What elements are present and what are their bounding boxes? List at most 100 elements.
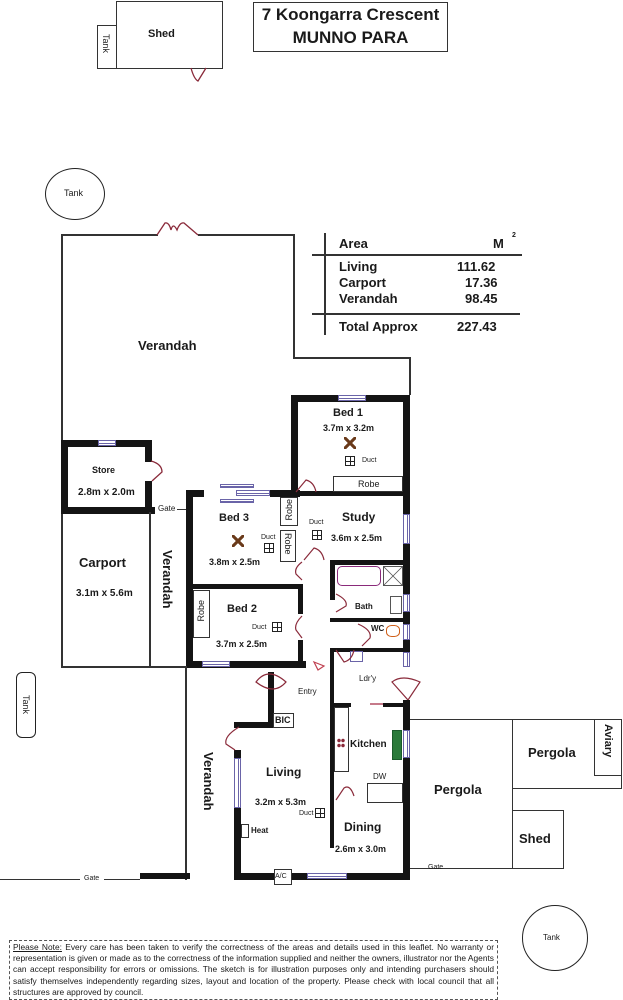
verandah-side-label: Verandah bbox=[160, 550, 175, 609]
dw-label: DW bbox=[373, 772, 387, 781]
bed3-ceiling-fan-icon bbox=[232, 535, 244, 547]
area-row-carport-value: 17.36 bbox=[465, 275, 498, 290]
bed3-window-c bbox=[220, 499, 254, 503]
bed3-label: Bed 3 bbox=[219, 512, 249, 524]
ac-label: A/C bbox=[275, 873, 287, 880]
tank-small bbox=[97, 25, 117, 69]
double-gate-top-icon bbox=[156, 222, 199, 236]
area-row-living-value: 111.62 bbox=[457, 259, 496, 274]
disclaimer-text: Every care has been taken to verify the … bbox=[13, 942, 494, 997]
bath-label: Bath bbox=[355, 602, 373, 611]
bed3-duct-icon bbox=[264, 543, 274, 553]
kitchen-sink bbox=[392, 730, 402, 760]
study-size: 3.6m x 2.5m bbox=[331, 533, 383, 543]
bic-label: BIC bbox=[275, 715, 291, 725]
bed1-label: Bed 1 bbox=[333, 407, 363, 419]
bath-door-icon bbox=[335, 593, 347, 613]
bed2-door-icon bbox=[295, 615, 303, 639]
bed1-door-icon bbox=[295, 479, 317, 493]
bed3-robe-2 bbox=[280, 530, 296, 562]
living-window bbox=[234, 758, 241, 808]
living-duct-icon bbox=[315, 808, 325, 818]
study-duct-icon bbox=[312, 530, 322, 540]
dishwasher-bench bbox=[367, 783, 403, 803]
study-duct-label: Duct bbox=[309, 519, 324, 526]
bed2-size: 3.7m x 2.5m bbox=[216, 639, 268, 649]
disclaimer-lead: Please Note: bbox=[13, 942, 62, 952]
bed1-size: 3.7m x 3.2m bbox=[323, 423, 375, 433]
tank-circle-bottom-right bbox=[522, 905, 588, 971]
cooktop-burners-icon bbox=[337, 738, 345, 748]
dining-window bbox=[307, 873, 347, 879]
verandah-top-label: Verandah bbox=[138, 338, 197, 353]
entry-label: Entry bbox=[298, 687, 317, 696]
street-address: 7 Koongarra Crescent bbox=[261, 5, 440, 24]
bed3-door-icon bbox=[295, 561, 303, 581]
bed2-label: Bed 2 bbox=[227, 603, 257, 615]
gate-label-2: Gate bbox=[84, 875, 100, 882]
toilet-icon bbox=[386, 625, 400, 637]
bed2-robe bbox=[193, 590, 210, 638]
bed1-window bbox=[338, 395, 366, 401]
study-label: Study bbox=[342, 510, 376, 524]
bed3-robe-2-label: Robe bbox=[283, 533, 293, 555]
store-size: 2.8m x 2.0m bbox=[78, 487, 135, 498]
bed1-duct-label: Duct bbox=[362, 457, 377, 464]
aviary-label: Aviary bbox=[602, 724, 614, 758]
bed1-robe bbox=[333, 476, 403, 492]
carport-size: 3.1m x 5.6m bbox=[76, 588, 133, 599]
gate-label-3: Gate bbox=[428, 864, 444, 871]
bed1-robe-label: Robe bbox=[358, 479, 380, 489]
bed3-size: 3.8m x 2.5m bbox=[209, 557, 261, 567]
kitchen-cooktop-bench bbox=[334, 707, 349, 772]
kitchen-window bbox=[403, 730, 410, 758]
area-header-unit: M bbox=[493, 236, 504, 251]
living-duct-label: Duct bbox=[299, 810, 314, 817]
area-row-carport-label: Carport bbox=[339, 275, 386, 290]
tank-circle-top-left bbox=[45, 168, 105, 220]
aviary bbox=[594, 719, 622, 776]
shed-door-icon bbox=[190, 67, 207, 82]
entry-triangle-icon bbox=[312, 660, 326, 671]
carport-label: Carport bbox=[79, 555, 126, 570]
dining-size: 2.6m x 3.0m bbox=[335, 844, 387, 854]
living-side-door-icon bbox=[225, 726, 240, 751]
tank-left-label: Tank bbox=[21, 695, 31, 715]
shed-bottom bbox=[512, 810, 564, 869]
study-door-icon bbox=[303, 547, 325, 561]
area-total-value: 227.43 bbox=[457, 319, 497, 334]
study-window bbox=[403, 514, 410, 544]
front-door-icon bbox=[255, 673, 287, 690]
bath-window bbox=[403, 594, 410, 612]
shed-bottom-label: Shed bbox=[519, 831, 551, 846]
ac-unit bbox=[274, 869, 292, 885]
disclaimer-note: Please Note: Every care has been taken t… bbox=[9, 940, 498, 1000]
area-total-label: Total Approx bbox=[339, 319, 418, 334]
area-row-verandah-value: 98.45 bbox=[465, 291, 498, 306]
bed1-duct-icon bbox=[345, 456, 355, 466]
area-header-unit-sup: 2 bbox=[512, 232, 516, 239]
bed2-robe-label: Robe bbox=[196, 600, 206, 622]
store-window bbox=[98, 440, 116, 446]
bed3-window-a bbox=[220, 484, 254, 488]
entry-wall bbox=[234, 722, 274, 728]
verandah-left-label: Verandah bbox=[201, 752, 216, 811]
wc-label: WC bbox=[371, 624, 385, 633]
living-label: Living bbox=[266, 765, 302, 779]
shed-top-label: Shed bbox=[148, 28, 175, 40]
tank-bottom-right-label: Tank bbox=[543, 933, 560, 942]
suburb: MUNNO PARA bbox=[292, 28, 409, 47]
laundry-trough bbox=[350, 651, 363, 662]
area-row-living-label: Living bbox=[339, 259, 378, 274]
laundry-window bbox=[403, 652, 410, 667]
shower bbox=[383, 566, 403, 586]
bed3-duct-label: Duct bbox=[261, 534, 276, 541]
wc-door-icon bbox=[357, 623, 371, 647]
kitchen-door-icon bbox=[335, 786, 355, 801]
heat-label: Heat bbox=[251, 826, 269, 835]
heater bbox=[241, 824, 249, 838]
tank-small-label: Tank bbox=[101, 34, 111, 54]
wc-window bbox=[403, 624, 410, 640]
bed2-window bbox=[202, 661, 230, 667]
area-row-verandah-label: Verandah bbox=[339, 291, 398, 306]
